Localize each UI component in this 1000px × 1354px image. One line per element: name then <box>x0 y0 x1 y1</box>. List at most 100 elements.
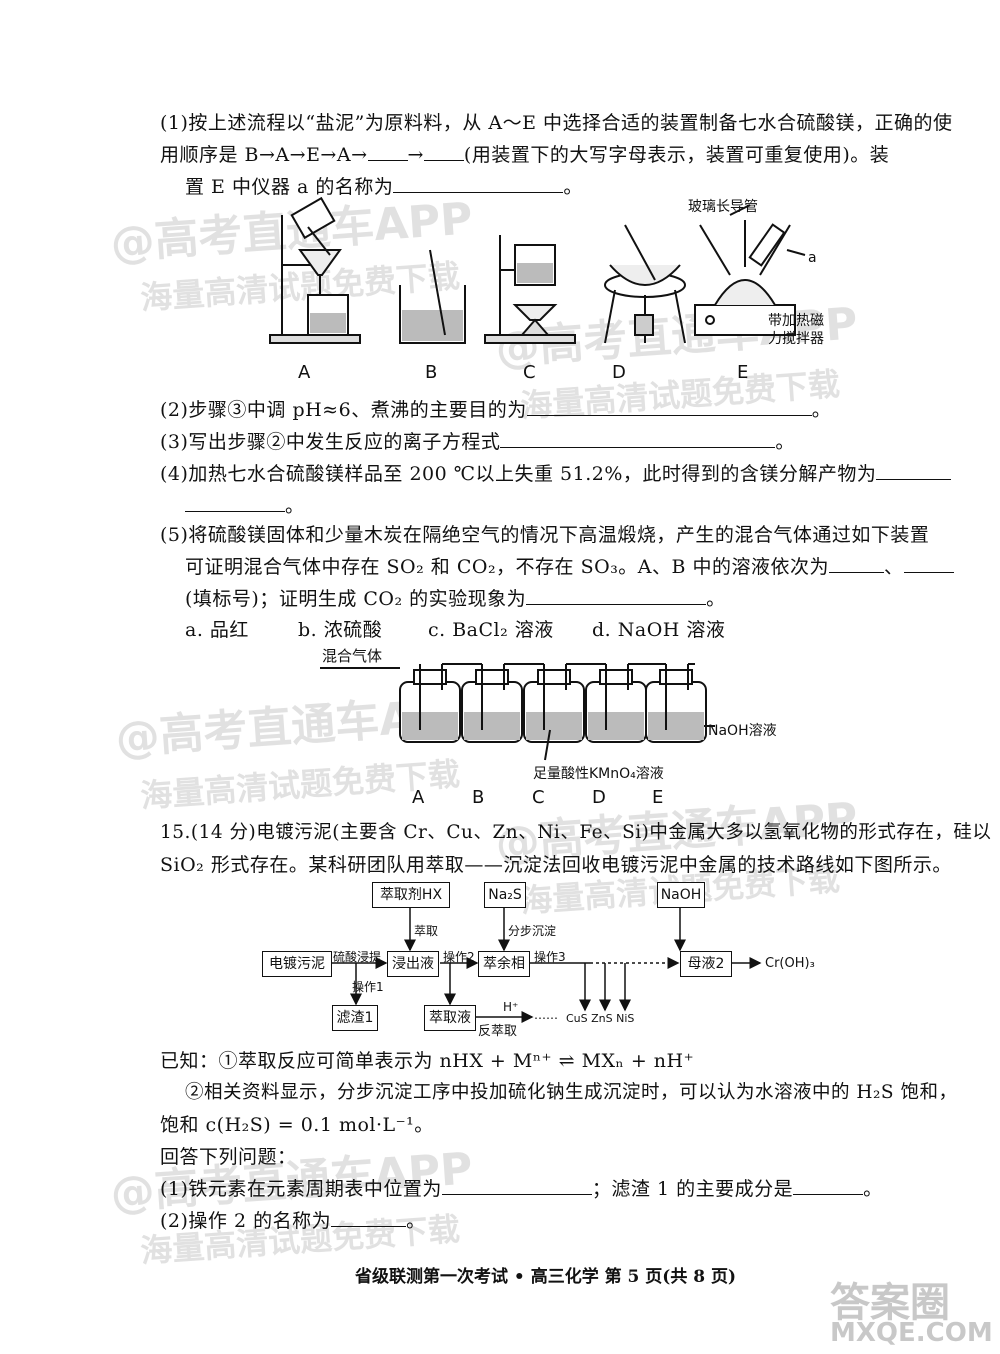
apparatus-label-a: A <box>298 362 311 383</box>
bottle-b <box>461 664 523 743</box>
box-sludge: 电镀污泥 <box>262 951 332 977</box>
option-b: b. 浓硫酸 <box>298 619 383 641</box>
q14-part1-line3: 置 E 中仪器 a 的名称为 。 <box>185 172 583 199</box>
q14-part4-text: (4)加热七水合硫酸镁样品至 200 ℃以上失重 51.2%，此时得到的含镁分解… <box>160 463 877 485</box>
apparatus-b <box>399 249 466 344</box>
label-extract-step: 萃取 <box>414 924 439 938</box>
answer-blank[interactable] <box>393 176 564 193</box>
apparatus-figure <box>269 196 806 344</box>
page-footer: 省级联测第一次考试 • 高三化学 第 5 页(共 8 页) <box>355 1267 737 1287</box>
bottle-label-e: E <box>652 787 664 808</box>
q14-co2-question: (填标号)；证明生成 CO₂ 的实验现象为 <box>185 588 527 610</box>
bottle-e <box>645 664 707 743</box>
corner-url: MXQE.COM <box>830 1318 993 1348</box>
apparatus-d <box>604 224 686 344</box>
flowchart-arrows <box>332 908 762 1023</box>
q14-part4-line2: 。 <box>185 491 305 518</box>
apparatus-a <box>269 196 361 344</box>
label-h-plus: H⁺ <box>503 1000 519 1014</box>
answer-blank[interactable] <box>526 588 707 605</box>
label-back-extract: 反萃取 <box>478 1024 518 1039</box>
period: 。 <box>811 399 832 421</box>
q15-part2: (2)操作 2 的名称为 。 <box>160 1206 426 1233</box>
period: 。 <box>406 1210 426 1232</box>
option-d: d. NaOH 溶液 <box>592 619 726 641</box>
label-op1: 操作1 <box>352 980 384 994</box>
known-3: 饱和 c(H₂S) = 0.1 mol·L⁻¹。 <box>160 1114 434 1136</box>
period: 。 <box>863 1178 883 1200</box>
box-na2s: Na₂S <box>484 882 526 908</box>
period: 。 <box>563 176 583 198</box>
stirrer-label-line2: 力搅拌器 <box>768 331 824 347</box>
q14-part5-text: 可证明混合气体中存在 SO₂ 和 CO₂，不存在 SO₃。A、B 中的溶液依次为 <box>185 556 830 578</box>
bottle-label-b: B <box>472 787 485 808</box>
q14-part5-line3: (填标号)；证明生成 CO₂ 的实验现象为 。 <box>185 584 726 611</box>
label-product: Cr(OH)₃ <box>765 956 815 971</box>
answer-blank[interactable] <box>423 144 464 161</box>
bottle-label-d: D <box>592 787 606 808</box>
apparatus-c <box>484 235 576 344</box>
bottle-label-a: A <box>412 787 425 808</box>
q14-part5-line1: (5)将硫酸镁固体和少量木炭在隔绝空气的情况下高温煅烧，产生的混合气体通过如下装… <box>160 524 930 546</box>
q14-part3: (3)写出步骤②中发生反应的离子方程式 。 <box>160 427 795 454</box>
answer-blank[interactable] <box>876 463 952 480</box>
q14-part1-note: (用装置下的大写字母表示，装置可重复使用)。装 <box>463 144 890 166</box>
answer-heading: 回答下列问题： <box>160 1146 297 1168</box>
q14-instrument-question: 置 E 中仪器 a 的名称为 <box>185 176 394 198</box>
label-op2: 操作2 <box>443 950 475 964</box>
label-op3: 操作3 <box>534 950 566 964</box>
box-leach: 浸出液 <box>387 951 439 977</box>
apparatus-label-c: C <box>523 362 536 383</box>
answer-blank[interactable] <box>793 1178 864 1195</box>
q15-intro-line2: SiO₂ 形式存在。某科研团队用萃取——沉淀法回收电镀污泥中金属的技术路线如下图… <box>160 854 952 876</box>
gas-bottles-figure <box>320 663 715 761</box>
q15-residue-question: ；滤渣 1 的主要成分是 <box>591 1178 794 1200</box>
q15-part1-text: (1)铁元素在元素周期表中位置为 <box>160 1178 442 1200</box>
bottle-label-c: C <box>532 787 545 808</box>
period: 。 <box>706 588 726 610</box>
apparatus-label-b: B <box>425 362 438 383</box>
label-dots: …… <box>534 1008 558 1022</box>
q15-part1: (1)铁元素在元素周期表中位置为 ；滤渣 1 的主要成分是 。 <box>160 1174 883 1201</box>
answer-blank[interactable] <box>441 1178 592 1195</box>
box-extractant: 萃取剂HX <box>372 882 450 908</box>
apparatus-label-d: D <box>612 362 626 383</box>
stirrer-label-line1: 带加热磁 <box>768 313 824 329</box>
box-mother: 母液2 <box>680 951 732 977</box>
answer-blank[interactable] <box>367 144 408 161</box>
known-1: 已知：①萃取反应可简单表示为 nHX + Mⁿ⁺ ⇌ MXₙ + nH⁺ <box>160 1050 695 1072</box>
q14-part2-text: (2)步骤③中调 pH≈6、煮沸的主要目的为 <box>160 399 527 421</box>
box-residue: 滤渣1 <box>332 1005 378 1031</box>
answer-blank[interactable] <box>526 399 812 416</box>
q14-part3-text: (3)写出步骤②中发生反应的离子方程式 <box>160 431 501 453</box>
period: 。 <box>775 431 795 453</box>
label-acid-leach: 硫酸浸提 <box>333 950 382 964</box>
corner-logo: 答案圈 <box>830 1280 950 1326</box>
answer-blank[interactable] <box>500 431 776 448</box>
gas-label: 混合气体 <box>322 647 383 665</box>
known-2: ②相关资料显示，分步沉淀工序中投加硫化钠生成沉淀时，可以认为水溶液中的 H₂S … <box>185 1082 958 1103</box>
q14-part4-line1: (4)加热七水合硫酸镁样品至 200 ℃以上失重 51.2%，此时得到的含镁分解… <box>160 459 952 486</box>
q14-part1-line2: 用顺序是 B→A→E→A→→(用装置下的大写字母表示，装置可重复使用)。装 <box>160 140 889 167</box>
q15-part2-text: (2)操作 2 的名称为 <box>160 1210 332 1232</box>
bottle-c <box>523 664 585 743</box>
label-sulfides: CuS ZnS NiS <box>566 1012 635 1025</box>
q14-part5-line2: 可证明混合气体中存在 SO₂ 和 CO₂，不存在 SO₃。A、B 中的溶液依次为… <box>185 552 954 579</box>
answer-blank[interactable] <box>829 556 885 573</box>
box-naoh: NaOH <box>657 882 705 908</box>
label-stepwise: 分步沉淀 <box>508 924 557 938</box>
option-c: c. BaCl₂ 溶液 <box>428 619 554 641</box>
arrow: → <box>407 144 424 166</box>
separator: 、 <box>884 556 904 578</box>
period: 。 <box>285 495 305 517</box>
answer-blank[interactable] <box>903 556 954 573</box>
answer-blank[interactable] <box>331 1210 407 1227</box>
naoh-solution-label: NaOH溶液 <box>708 723 777 739</box>
q14-part2: (2)步骤③中调 pH≈6、煮沸的主要目的为 。 <box>160 395 831 422</box>
answer-blank[interactable] <box>185 495 285 512</box>
option-a: a. 品红 <box>185 619 249 641</box>
kmno4-solution-label: 足量酸性KMnO₄溶液 <box>533 766 664 782</box>
glass-tube-label: 玻璃长导管 <box>688 199 758 215</box>
apparatus-label-e: E <box>737 362 749 383</box>
box-raffinate: 萃余相 <box>478 951 530 977</box>
